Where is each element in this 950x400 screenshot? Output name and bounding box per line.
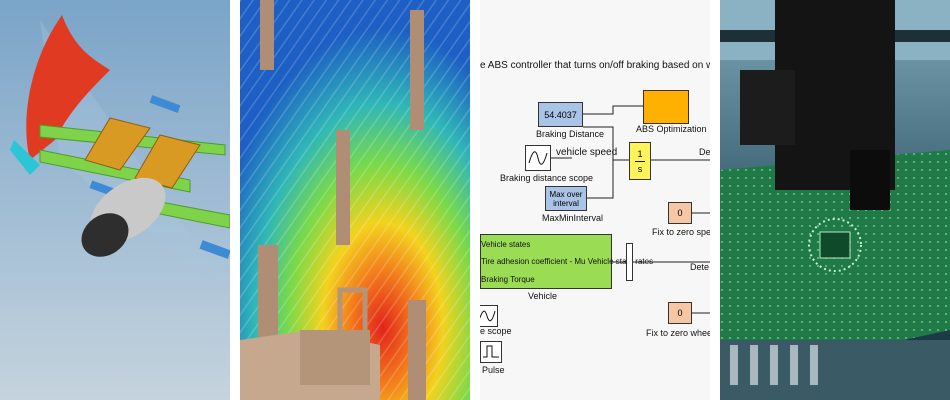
zero-constant-value-1: 0 xyxy=(677,208,683,218)
braking-distance-label: Braking Distance xyxy=(536,129,605,139)
dete-label: Dete xyxy=(690,262,710,272)
red-wing-section xyxy=(26,15,110,160)
integrator-numerator: 1 xyxy=(637,149,643,159)
braking-distance-display[interactable]: 54.4037 xyxy=(538,102,583,127)
cyan-edge xyxy=(10,140,40,175)
max-over-interval-text: Max over interval xyxy=(549,189,583,208)
pcb-machine-illustration xyxy=(720,0,950,400)
pillar-3 xyxy=(336,130,350,245)
pillar-5 xyxy=(408,300,426,400)
braking-distance-value: 54.4037 xyxy=(544,109,577,120)
blue-tab-3 xyxy=(199,240,230,259)
abs-optimization-label: ABS Optimization xyxy=(636,124,707,134)
pillar-4 xyxy=(258,245,278,365)
zero-constant-block-2[interactable]: 0 xyxy=(668,302,692,324)
scope-label: e scope xyxy=(480,326,512,336)
simulink-model-panel: e ABS controller that turns on/off braki… xyxy=(480,0,710,400)
orange-rib-1 xyxy=(84,117,151,171)
mux-block[interactable] xyxy=(626,243,633,281)
integrator-denominator: s xyxy=(637,164,643,174)
tire-adhesion-port: Tire adhesion coefficient - Mu Vehicle s… xyxy=(481,257,654,266)
pcb-chip xyxy=(819,231,851,259)
blue-tab-1 xyxy=(149,95,181,113)
pulse-waveform-icon xyxy=(483,345,499,358)
pillar-1 xyxy=(260,0,274,70)
wave-simulation-panel xyxy=(240,0,470,400)
abs-optimization-block[interactable] xyxy=(643,90,689,124)
pulse-label: Pulse xyxy=(482,365,505,375)
pcb-pads xyxy=(720,150,950,380)
pillar-2 xyxy=(410,10,424,130)
fix-zero-speed-label: Fix to zero speed xyxy=(652,227,710,237)
pcb-chip-pattern xyxy=(808,218,862,272)
aircraft-illustration xyxy=(10,15,230,290)
zero-constant-value-2: 0 xyxy=(677,308,683,318)
scope-waveform-icon xyxy=(528,151,548,165)
vehicle-label: Vehicle xyxy=(528,291,558,301)
platform-frame xyxy=(337,287,368,343)
wave-heatmap xyxy=(240,0,470,400)
model-description: e ABS controller that turns on/off braki… xyxy=(480,60,710,71)
braking-torque-port: Braking Torque xyxy=(481,275,535,284)
zero-constant-block-1[interactable]: 0 xyxy=(668,202,692,224)
pulse-block[interactable] xyxy=(480,341,502,363)
braking-distance-scope-block[interactable] xyxy=(525,145,551,171)
nacelle-nose xyxy=(81,213,129,257)
machine-base xyxy=(720,340,950,400)
clamp-row xyxy=(730,345,818,385)
scope-waveform-icon-2 xyxy=(480,310,496,322)
braking-distance-scope-label: Braking distance scope xyxy=(500,173,594,183)
pcb-machine-panel xyxy=(720,0,950,400)
placement-motor xyxy=(740,70,795,145)
max-over-interval-block[interactable]: Max over interval xyxy=(545,186,587,211)
fix-zero-wheel-label: Fix to zero wheel s xyxy=(646,328,710,338)
aircraft-wing-model-panel xyxy=(0,0,230,400)
de-label-1: De xyxy=(699,147,710,157)
vehicle-subsystem-block[interactable]: Vehicle states Tire adhesion coefficient… xyxy=(480,234,653,289)
orange-rib-2 xyxy=(134,134,201,189)
vehicle-speed-label: vehicle speed xyxy=(556,147,618,158)
integrator-block[interactable]: 1 s xyxy=(629,142,651,180)
placement-nozzle-housing xyxy=(850,150,890,210)
maxmininterval-label: MaxMinInterval xyxy=(542,213,604,223)
vehicle-states-port: Vehicle states xyxy=(481,240,531,249)
scope-block-left[interactable] xyxy=(480,305,498,327)
